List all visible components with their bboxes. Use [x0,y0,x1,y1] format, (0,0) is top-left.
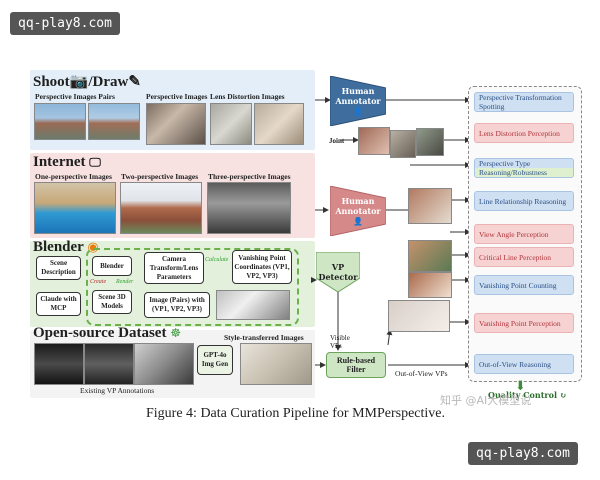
shoot-image-2 [88,103,140,140]
mid-image-4 [388,300,450,332]
joint-label: Joint [329,137,345,145]
gpt4o-node: GPT-4o Img Gen [197,345,233,375]
huggingface-icon: ☸ [170,326,181,340]
refresh-icon: ↻ [559,390,567,400]
rule-based-filter-node: Rule-based Filter [326,352,386,378]
person-icon: 👤 [353,106,363,116]
internet-image-building [120,182,202,234]
label-perspective-images: Perspective Images [146,92,208,101]
out-of-view-vps-label: Out-of-View VPs [395,369,448,378]
render-label: Render [116,279,134,285]
joint-image-2 [390,130,416,158]
task-lens-distortion: Lens Distortion Perception [474,123,574,143]
task-line-relationship: Line Relationship Reasoning [474,191,574,211]
internet-image-pool [34,182,116,234]
human-annotator-2: Human Annotator 👤 [330,196,386,226]
label-three-perspective: Three-perspective Images [208,172,291,181]
person-icon: 👤 [353,216,363,226]
blender-title: Blender ◉ [33,239,99,255]
blender-dashed-frame [86,248,299,326]
blender-render-image [216,290,290,320]
vp-detector: VP Detector [318,262,358,282]
camera-transform-node: Camera Transform/Lens Parameters [144,252,204,284]
joint-image-1 [358,127,390,155]
scene-3d-models-node: Scene 3D Models [92,290,132,314]
label-perspective-pairs: Perspective Images Pairs [35,92,115,101]
task-vp-counting: Vanishing Point Counting [474,275,574,295]
calculate-label: Calculate [205,257,229,263]
human-annotator-1-shape [330,76,386,126]
vp-coordinates-node: Vanishing Point Coordinates (VP1, VP2, V… [232,250,292,284]
shoot-title: Shoot📷/Draw✎ [33,74,141,90]
camera-icon: 📷 [69,74,89,90]
visible-vps-label: Visible VPs [330,334,350,350]
shoot-image-1 [34,103,86,140]
mid-image-3 [408,272,452,298]
human-annotator-1: Human Annotator 👤 [330,86,386,116]
scene-description-node: Scene Description [36,256,81,280]
internet-title: Internet 🖵 [33,154,101,170]
internet-image-skyline [207,182,291,234]
shoot-image-5 [254,103,304,145]
monitor-icon: 🖵 [89,155,101,169]
mid-image-2 [408,240,452,272]
quality-control-arrow-icon: ⬇ [515,379,526,394]
opensource-image-1 [34,343,84,385]
label-style-transferred: Style-transferred Images [224,333,304,342]
opensource-title: Open-source Dataset ☸ [33,325,181,341]
watermark-bottom: qq-play8.com [468,442,578,465]
shoot-image-4 [210,103,252,145]
label-lens-distortion: Lens Distortion Images [210,92,285,101]
watermark-top: qq-play8.com [10,12,120,35]
mid-image-1 [408,188,452,224]
zhihu-watermark: 知乎 @AI大模型说 [440,394,532,407]
task-perspective-type: Perspective Type Reasoning/Robustness [474,158,574,178]
opensource-image-2 [84,343,134,385]
shoot-image-3 [146,103,206,145]
task-out-of-view: Out-of-View Reasoning [474,354,574,374]
style-transferred-image [240,343,312,385]
blender-logo-icon: ◉ [87,239,99,254]
human-annotator-1-label: Human Annotator [335,86,381,106]
task-perspective-transformation: Perspective Transformation Spotting [474,92,574,112]
task-view-angle: View Angle Perception [474,224,574,244]
task-critical-line: Critical Line Perception [474,247,574,267]
label-one-perspective: One-perspective Images [35,172,112,181]
blender-node: Blender [92,256,132,276]
create-label: Create [90,279,107,285]
vp-detector-shape [316,252,360,292]
quality-control: Quality Control ↻ [488,390,567,400]
label-two-perspective: Two-perspective Images [121,172,199,181]
human-annotator-2-label: Human Annotator [335,196,381,216]
image-pairs-node: Image (Pairs) with (VP1, VP2, VP3) [144,292,210,318]
joint-image-3 [416,128,444,156]
opensource-image-3 [134,343,194,385]
human-annotator-2-shape [330,186,386,236]
figure-caption: Figure 4: Data Curation Pipeline for MMP… [146,406,445,421]
existing-vp-label: Existing VP Annotations [80,386,155,395]
task-vp-perception: Vanishing Point Perception [474,313,574,333]
claude-mcp-node: Claude with MCP [36,292,81,316]
pen-icon: ✎ [128,74,141,90]
